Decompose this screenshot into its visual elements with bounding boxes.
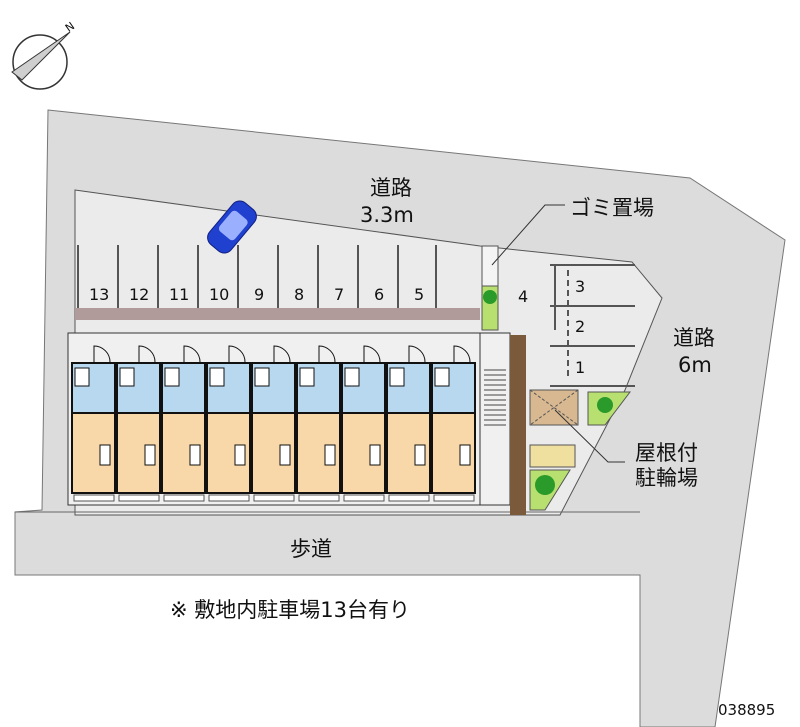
parking-number: 6 [374,285,384,304]
road-top-width: 3.3m [360,203,414,227]
apartment-unit [431,345,476,502]
bike-parking [529,389,579,426]
tree-icon [483,290,497,304]
parking-number: 7 [334,285,344,304]
tree-icon [597,397,613,413]
garbage-area [481,245,499,287]
apartment-unit [71,345,116,502]
bike-label-2: 駐輪場 [635,466,698,490]
car-icon [207,200,257,254]
road-top-label: 道路 [370,176,412,200]
leader-line [491,204,565,266]
stall-curb [75,308,480,320]
garbage-label: ゴミ置場 [570,196,654,220]
parking-number: 11 [169,285,189,304]
bike-label-1: 屋根付 [635,441,698,465]
parking-number: 5 [414,285,424,304]
apartment-unit [206,345,251,502]
property-code: 038895 [718,701,775,719]
door-icon [228,345,246,363]
compass-letter: N [63,20,77,35]
door-icon [138,345,156,363]
apartment-unit [116,345,161,502]
door-icon [318,345,336,363]
brick-walk [510,335,526,515]
door-icon [273,345,291,363]
leader-line [554,409,625,463]
door-icon [183,345,201,363]
parking-note: ※ 敷地内駐車場13台有り [170,598,410,622]
parking-number: 3 [575,277,585,296]
apartment-unit [386,345,431,502]
apartment-unit [251,345,296,502]
parking-number: 9 [254,285,264,304]
apartment-unit [341,345,386,502]
road-right-width: 6m [678,353,712,377]
parking-number: 13 [89,285,109,304]
parking-number: 10 [209,285,229,304]
apartment-unit [161,345,206,502]
sidewalk-label: 歩道 [290,537,332,561]
compass-icon: N [11,20,77,90]
apartment-unit [296,345,341,502]
parking-number: 1 [575,358,585,377]
door-icon [453,345,471,363]
tree-icon [535,475,555,495]
door-icon [408,345,426,363]
parking-number: 2 [575,317,585,336]
parking-number: 8 [294,285,304,304]
door-icon [93,345,111,363]
parking-number: 12 [129,285,149,304]
stairs [479,332,511,506]
door-icon [363,345,381,363]
parking-number: 4 [518,287,528,306]
road-right-label: 道路 [673,326,715,350]
